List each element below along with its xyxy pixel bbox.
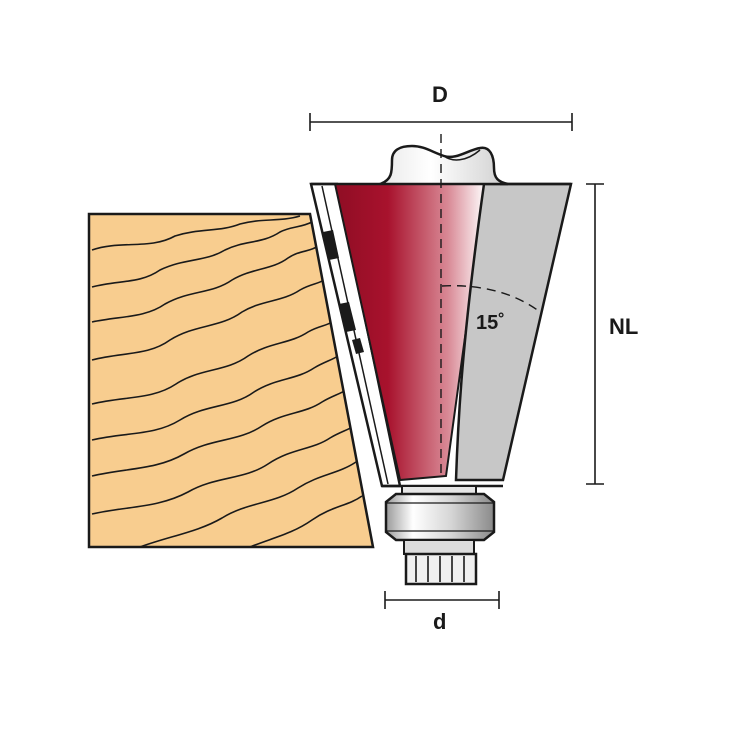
wood-workpiece (87, 212, 375, 549)
bearing-diameter-label: d (433, 609, 447, 634)
dimension-d-bottom (384, 591, 500, 609)
angle-label: 15˚ (476, 312, 505, 334)
center-axis (440, 134, 541, 478)
length-label: NL (609, 314, 639, 339)
shank (379, 144, 509, 186)
dimension-nl (586, 183, 604, 485)
dimension-d-top (309, 113, 573, 131)
bearing (384, 485, 496, 586)
diameter-label: D (432, 82, 448, 107)
wood-grain (91, 215, 371, 547)
cutter-gray-body (454, 182, 573, 482)
